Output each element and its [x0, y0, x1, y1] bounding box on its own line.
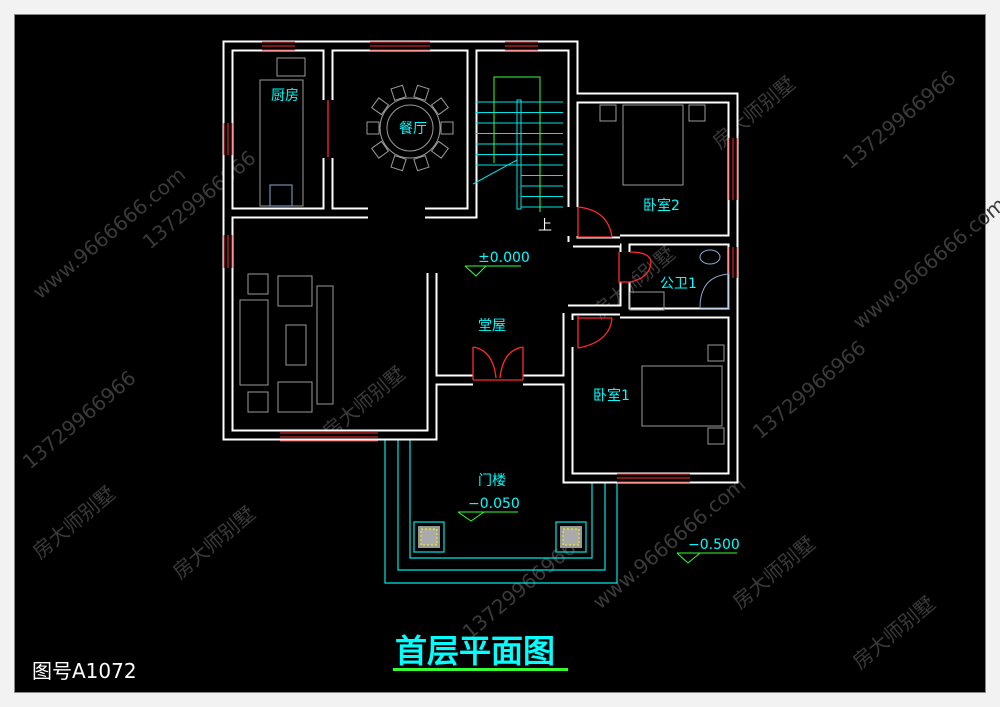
- drawing-number: 图号A1072: [32, 659, 137, 683]
- dining-chair-icon: [390, 154, 407, 172]
- porch-columns: [418, 526, 582, 548]
- watermark-text: www.9666666.com: [848, 192, 1000, 334]
- room-label-bedroom2: 卧室2: [643, 197, 680, 214]
- watermark-text: 房大师别墅: [728, 531, 820, 614]
- bed-icon: [641, 365, 723, 427]
- elevation-porch: −0.050: [468, 496, 520, 512]
- bed-icon: [622, 104, 684, 186]
- watermark-text: 房大师别墅: [708, 71, 800, 154]
- elevation-hall: ±0.000: [478, 250, 530, 266]
- room-label-bedroom1: 卧室1: [593, 387, 630, 404]
- tv-cabinet-icon: [316, 285, 334, 405]
- kitchen-sink-icon: [276, 57, 306, 77]
- dining-chair-icon: [413, 154, 430, 172]
- porch-outline: [384, 437, 618, 584]
- sofa-icon: [239, 299, 269, 386]
- stair-up-label: 上: [538, 218, 552, 234]
- dining-chair-icon: [370, 140, 390, 159]
- watermark-text: 13729966966: [838, 65, 961, 173]
- windows: [223, 41, 738, 483]
- room-label-hall: 堂屋: [478, 318, 506, 334]
- dining-chair-icon: [413, 84, 430, 102]
- toilet-icon: [699, 249, 721, 265]
- room-label-kitchen: 厨房: [271, 88, 299, 104]
- dining-chair-icon: [430, 140, 450, 159]
- watermark-text: 13729966966: [748, 335, 871, 443]
- watermark-text: 13729966966: [18, 365, 141, 473]
- watermark-text: 房大师别墅: [848, 591, 940, 674]
- washbasin-icon: [629, 291, 665, 311]
- staircase: [472, 76, 563, 212]
- dining-chair-icon: [366, 121, 380, 135]
- room-label-porch: 门楼: [478, 473, 506, 489]
- room-label-bathroom: 公卫1: [660, 276, 697, 292]
- armchair-icon: [277, 381, 313, 413]
- dining-chair-icon: [370, 97, 390, 116]
- cad-canvas: [14, 14, 986, 693]
- title-underline: [393, 668, 568, 671]
- dining-chair-icon: [430, 97, 450, 116]
- room-label-dining: 餐厅: [399, 121, 427, 137]
- armchair-icon: [277, 275, 313, 307]
- doors: [327, 100, 652, 381]
- dining-chair-icon: [390, 84, 407, 102]
- shower-icon: [699, 273, 730, 309]
- furniture: [239, 57, 730, 445]
- elevation-exterior: −0.500: [688, 537, 740, 553]
- dining-chair-icon: [440, 121, 454, 135]
- level-marks: [457, 265, 737, 564]
- watermark-text: 房大师别墅: [28, 481, 120, 564]
- coffee-table-icon: [285, 324, 307, 366]
- watermark-text: 房大师别墅: [168, 501, 260, 584]
- dining-table-icon: [386, 104, 434, 152]
- plan-title: 首层平面图: [395, 632, 555, 670]
- stove-icon: [269, 184, 293, 207]
